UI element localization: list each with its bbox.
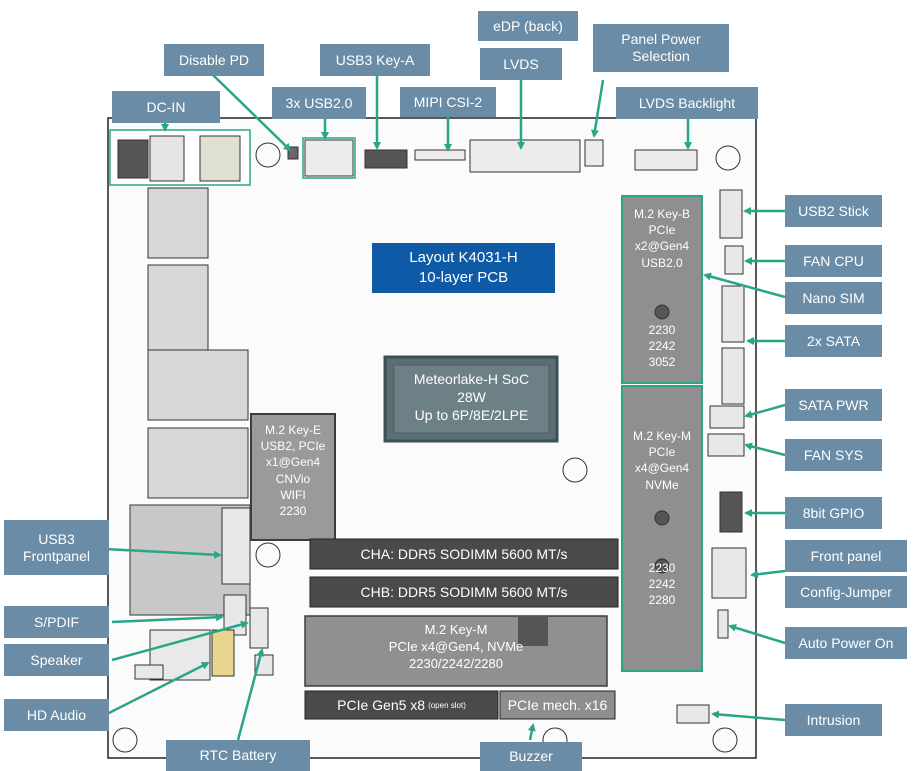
- dimm-cha-label: CHA: DDR5 SODIMM 5600 MT/s: [360, 546, 568, 562]
- left-connectors: [134, 507, 274, 680]
- m2-keyb-line: x2@Gen4: [634, 239, 690, 254]
- dc-in-frame: [109, 129, 251, 186]
- dimm-chb: [309, 576, 619, 608]
- m2-keye-area: [250, 413, 336, 541]
- callout-usb3-frontpanel-line1: USB3: [38, 530, 75, 547]
- mounting-holes: [112, 142, 741, 753]
- m2-keyb-size: 2230: [648, 323, 676, 337]
- m2-keym-right-size: 2230: [648, 561, 676, 575]
- m2-keyb-line: USB2.0: [641, 255, 683, 270]
- callout-speaker: Speaker: [4, 644, 109, 676]
- callout-disable-pd: Disable PD: [164, 44, 264, 76]
- callout-nano-sim: Nano SIM: [785, 282, 882, 314]
- callout-usb3-keya: USB3 Key-A: [320, 44, 430, 76]
- m2-keym-bottom-label: M.2 Key-M PCIe x4@Gen4, NVMe 2230/2242/2…: [305, 622, 607, 673]
- callout-lvds: LVDS: [480, 48, 562, 80]
- soc-inner: [393, 364, 550, 434]
- callout-sata-2x: 2x SATA: [785, 325, 882, 357]
- m2-keyb-label: M.2 Key-B PCIe x2@Gen4 USB2.0: [622, 206, 702, 271]
- callout-mipi: MIPI CSI-2: [400, 87, 496, 117]
- m2-keym-bottom-line: PCIe x4@Gen4, NVMe: [388, 638, 524, 654]
- dimm-chb-label: CHB: DDR5 SODIMM 5600 MT/s: [360, 584, 568, 600]
- m2-keym-bottom-line: M.2 Key-M: [424, 622, 488, 637]
- soc-line3: Up to 6P/8E/2LPE: [414, 407, 529, 424]
- layout-line2: 10-layer PCB: [418, 269, 509, 286]
- callout-spdif: S/PDIF: [4, 606, 109, 638]
- m2-keye-label: M.2 Key-E USB2, PCIe x1@Gen4 CNVio WIFI …: [251, 422, 335, 519]
- m2-keym-right-area: [621, 385, 703, 672]
- m2-keye-line: WIFI: [280, 487, 306, 502]
- pcie-gen5-text: PCIe Gen5 x8: [337, 697, 426, 713]
- callout-intrusion: Intrusion: [785, 704, 882, 736]
- soc-line2: 28W: [457, 389, 486, 406]
- layout-box: Layout K4031-H 10-layer PCB: [372, 243, 555, 293]
- callout-usb2-3x: 3x USB2.0: [272, 87, 366, 119]
- callout-fan-sys: FAN SYS: [785, 439, 882, 471]
- m2-keyb-line: PCIe: [648, 223, 676, 238]
- m2-keym-right-line: NVMe: [645, 477, 679, 492]
- m2-keyb-line: M.2 Key-B: [633, 207, 690, 221]
- m2-keym-bottom-area: [304, 615, 608, 687]
- callout-hd-audio: HD Audio: [4, 699, 109, 731]
- m2-keye-line: USB2, PCIe: [260, 439, 326, 454]
- m2-keye-line: CNVio: [275, 471, 311, 486]
- callout-panel-power-line1: Panel Power: [621, 31, 701, 48]
- callout-buzzer: Buzzer: [480, 742, 582, 771]
- callout-panel-power: Panel Power Selection: [593, 24, 729, 72]
- callout-usb3-frontpanel-line2: Frontpanel: [23, 547, 90, 564]
- pcie-mech-label: PCIe mech. x16: [507, 697, 608, 713]
- m2-keyb-size: 2242: [648, 339, 676, 354]
- m2-keym-right-size: 2242: [648, 577, 676, 592]
- soc-line1: Meteorlake-H SoC: [413, 371, 530, 387]
- soc-label: Meteorlake-H SoC 28W Up to 6P/8E/2LPE: [394, 370, 549, 425]
- usb2-3x-frame: [302, 137, 356, 179]
- m2-keym-bottom-line: 2230/2242/2280: [409, 655, 503, 671]
- callout-edp: eDP (back): [478, 11, 578, 41]
- callout-rtc-battery: RTC Battery: [166, 740, 310, 771]
- m2-screws: [654, 304, 670, 574]
- callout-front-panel: Front panel: [785, 540, 907, 572]
- dimm-cha: [309, 538, 619, 570]
- m2-keye-line: x1@Gen4: [265, 455, 321, 470]
- layout-line1: Layout K4031-H: [409, 248, 518, 266]
- right-connectors: [676, 189, 747, 724]
- callout-fan-cpu: FAN CPU: [785, 245, 882, 277]
- m2-keym-right-label: M.2 Key-M PCIe x4@Gen4 NVMe: [622, 428, 702, 493]
- m2-keym-right-line: PCIe: [648, 445, 676, 460]
- m2-keyb-area: [621, 195, 703, 384]
- m2-keye-line: 2230: [279, 503, 307, 518]
- callout-gpio: 8bit GPIO: [785, 497, 882, 529]
- m2-keye-line: M.2 Key-E: [264, 423, 321, 437]
- callout-auto-power-on: Auto Power On: [785, 627, 907, 659]
- m2-keyb-size: 3052: [648, 355, 676, 370]
- callout-sata-pwr: SATA PWR: [785, 389, 882, 421]
- m2-keym-right-size: 2280: [648, 593, 676, 608]
- pcie-mech-slot: [499, 690, 616, 720]
- layout-box-bg: [372, 243, 555, 293]
- callout-arrows: [104, 74, 786, 741]
- pcie-gen5-label: PCIe Gen5 x8 (open slot): [305, 691, 498, 719]
- callout-config-jumper: Config-Jumper: [785, 576, 907, 608]
- callout-usb2-stick: USB2 Stick: [785, 195, 882, 227]
- callout-usb3-frontpanel: USB3 Frontpanel: [4, 520, 109, 575]
- m2-keym-right-sizes: 2230 2242 2280: [622, 560, 702, 609]
- callout-panel-power-line2: Selection: [632, 48, 690, 64]
- m2-keym-bottom-chip: [518, 616, 548, 646]
- m2-keym-right-line: x4@Gen4: [634, 461, 690, 476]
- top-connectors: [287, 139, 698, 177]
- m2-keyb-sizes: 2230 2242 3052: [622, 322, 702, 371]
- m2-keym-right-line: M.2 Key-M: [632, 429, 691, 443]
- pcie-gen5-slot: [304, 690, 499, 720]
- pcie-gen5-note: (open slot): [428, 700, 466, 710]
- callout-lvds-backlight: LVDS Backlight: [616, 87, 758, 119]
- callout-dc-in: DC-IN: [112, 91, 220, 123]
